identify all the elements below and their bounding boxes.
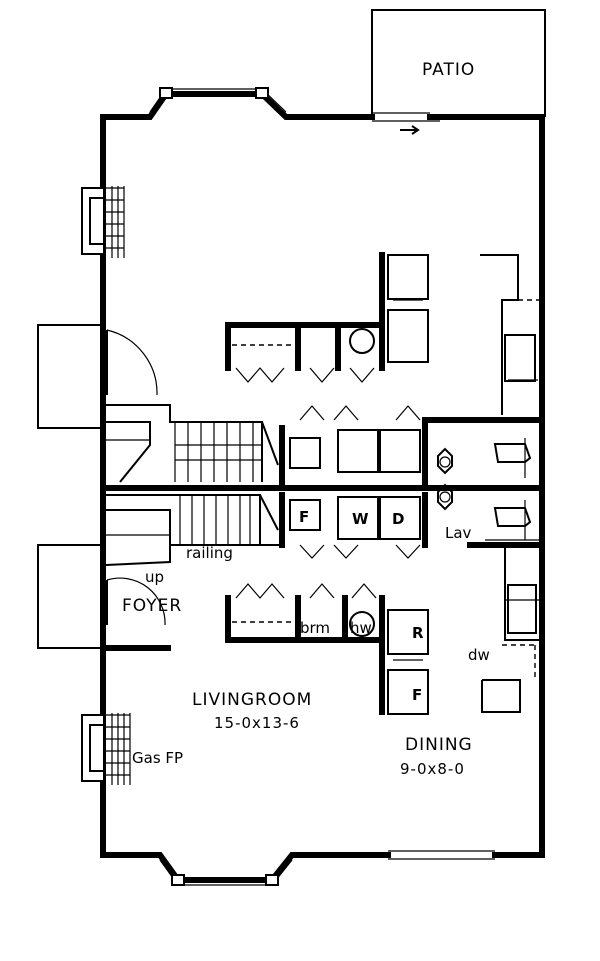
hw-label: hw <box>350 619 372 637</box>
lower-closets <box>225 583 385 715</box>
upper-entry <box>37 324 158 429</box>
dining-dimensions: 9-0x8-0 <box>400 760 465 778</box>
lav-label: Lav <box>445 524 472 542</box>
refrigerator-letter: R <box>412 624 424 642</box>
top-bay-window <box>149 87 287 113</box>
upper-stairs <box>106 404 279 483</box>
livingroom-dimensions: 15-0x13-6 <box>214 714 300 732</box>
lower-entry <box>37 544 166 649</box>
upper-service <box>279 405 545 485</box>
freezer-lower-letter: F <box>412 686 422 704</box>
railing-label: railing <box>186 544 233 562</box>
upper-closets <box>225 252 385 383</box>
livingroom-label: LIVINGROOM <box>192 690 312 710</box>
lower-service <box>279 483 545 559</box>
freezer-upper-letter: F <box>299 508 309 526</box>
up-label: up <box>145 568 164 586</box>
patio <box>371 9 546 135</box>
upper-fireplace <box>81 186 125 258</box>
washer-letter: W <box>352 510 369 528</box>
gas-fp-label: Gas FP <box>132 749 183 767</box>
lower-kitchen <box>387 548 540 715</box>
patio-label: PATIO <box>422 60 475 80</box>
bottom-bay-window <box>159 850 495 886</box>
brm-label: brm <box>300 619 330 637</box>
lower-stairs <box>105 494 280 566</box>
dryer-letter: D <box>392 510 404 528</box>
foyer-label: FOYER <box>122 596 182 616</box>
dining-label: DINING <box>405 735 473 755</box>
upper-kitchen <box>387 254 540 421</box>
dw-label: dw <box>468 646 490 664</box>
gas-fireplace <box>81 713 131 785</box>
